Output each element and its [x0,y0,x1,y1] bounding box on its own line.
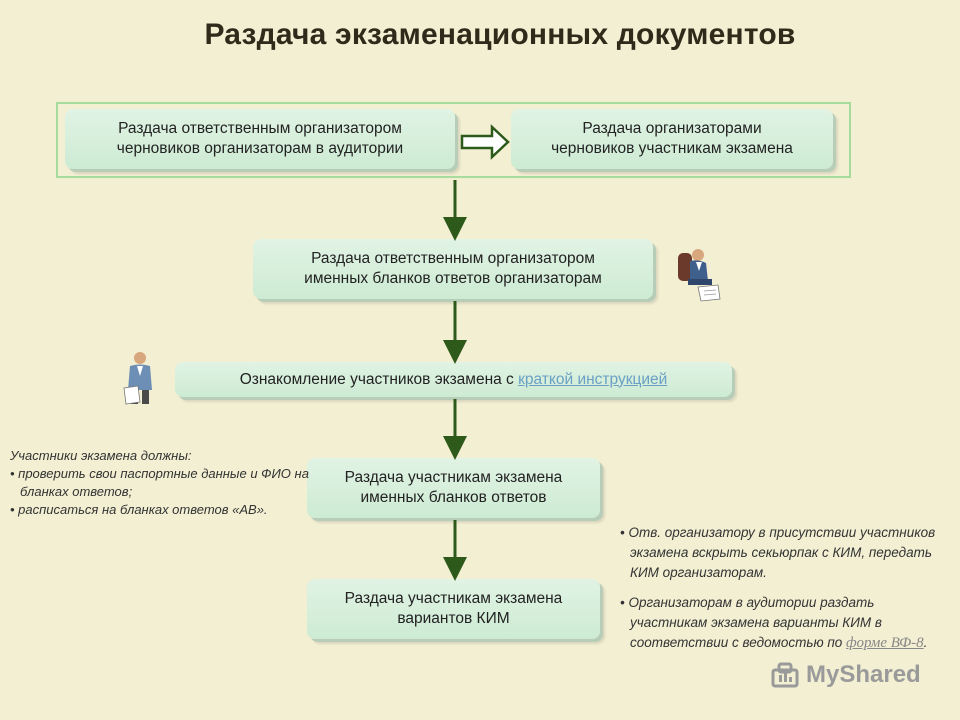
step-line: Раздача ответственным организатором [118,120,402,137]
person-seated-icon [678,249,721,302]
mushared-logo-icon [771,662,799,688]
note-item: • проверить свои паспортные данные и ФИО… [10,466,309,499]
note-text: • Организаторам в аудитории раздать учас… [620,595,882,650]
note-text: . [923,635,928,650]
form-vf8-link[interactable]: форме ВФ-8 [846,635,924,651]
step-answer-forms-to-organizers: Раздача ответственным организатором имен… [253,239,653,299]
hollow-right-arrow [460,124,510,160]
note-item: • расписаться на бланках ответов «АВ». [10,502,268,517]
step-draft-to-participants: Раздача организаторами черновиков участн… [511,109,833,169]
short-instruction-link[interactable]: краткой инструкцией [518,370,668,388]
note-item: • Организаторам в аудитории раздать учас… [620,593,955,653]
step-line: Раздача участникам экзамена [344,469,563,486]
step-answer-forms-to-participants: Раздача участникам экзамена именных блан… [307,458,600,518]
step-line: именных бланков ответов организаторам [304,270,602,287]
step-kim-variants-to-participants: Раздача участникам экзамена вариантов КИ… [307,579,600,639]
step-line: черновиков участникам экзамена [551,140,793,157]
watermark: MyShared [770,660,921,690]
person-standing-icon [123,352,152,405]
note-item: • Отв. организатору в присутствии участн… [620,525,936,580]
step-line: именных бланков ответов [360,489,547,506]
step-line: вариантов КИМ [397,610,510,627]
page-title: Раздача экзаменационных документов [204,18,796,51]
kim-handling-note: • Отв. организатору в присутствии участн… [620,523,955,653]
step-line: Раздача участникам экзамена [344,590,563,607]
participants-requirements-note: Участники экзамена должны: • проверить с… [10,447,310,519]
step-line: черновиков организаторам в аудитории [116,140,404,157]
note-heading: Участники экзамена должны: [10,448,192,463]
draft-distribution-group [56,102,851,178]
step-line: Раздача ответственным организатором [311,250,595,267]
step-text: Ознакомление участников экзамена с [239,370,519,388]
step-line: Раздача организаторами [582,120,762,137]
step-draft-to-organizers: Раздача ответственным организатором черн… [65,109,455,169]
watermark-text: MyShared [806,661,921,688]
step-instruction-briefing: Ознакомление участников экзамена с кратк… [175,362,732,397]
